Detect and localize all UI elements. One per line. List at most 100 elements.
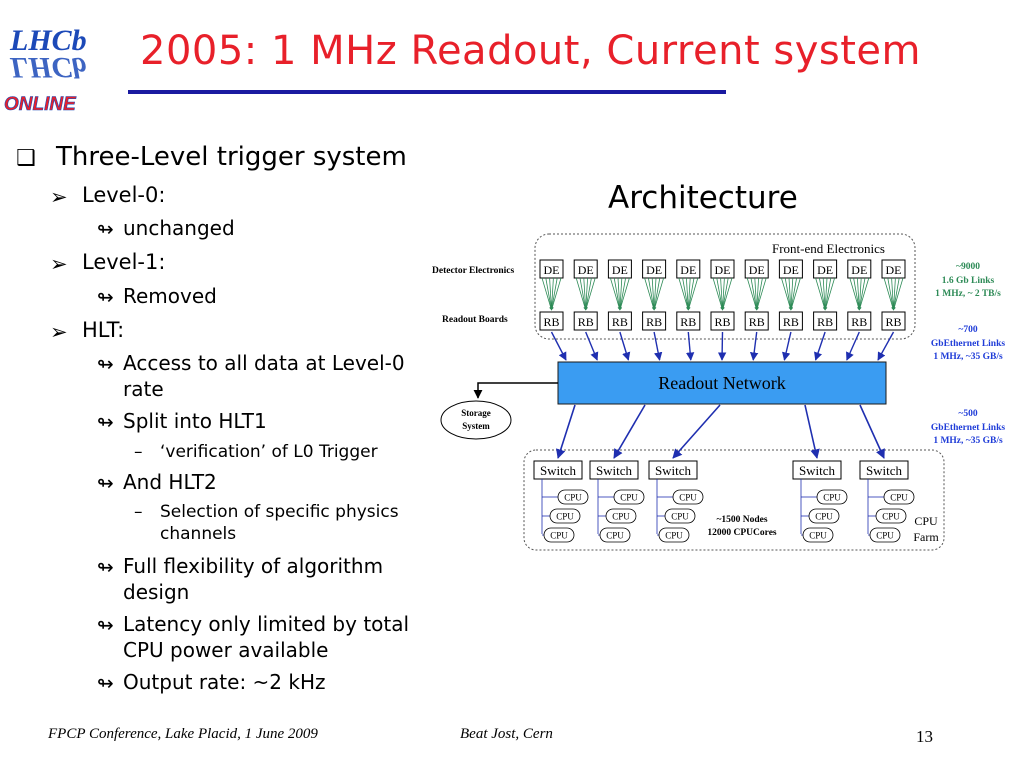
rb-box bbox=[778, 311, 803, 331]
bullet-unchanged: unchanged bbox=[123, 216, 235, 240]
bullet-removed: Removed bbox=[123, 284, 217, 308]
detector-link bbox=[892, 277, 904, 311]
title-underline bbox=[128, 90, 726, 94]
de-label: DE bbox=[886, 263, 902, 277]
cpu-label: CPU bbox=[823, 493, 841, 503]
logo-lhcb-mirror-text: LHCb bbox=[9, 51, 87, 84]
detector-link bbox=[687, 277, 695, 311]
bullet-hlt: HLT: bbox=[82, 318, 125, 342]
detector-link bbox=[721, 277, 729, 311]
links1-rate: 1 MHz, ~ 2 TB/s bbox=[935, 289, 1001, 299]
bullet-split-hlt1: Split into HLT1 bbox=[123, 409, 267, 433]
rb-network-link bbox=[653, 331, 663, 361]
lhcb-online-logo: LHCb LHCb ONLINE bbox=[2, 4, 124, 115]
rb-label: RB bbox=[885, 315, 901, 329]
detector-link bbox=[788, 277, 793, 311]
switch-box bbox=[533, 460, 583, 480]
de-label: DE bbox=[680, 263, 696, 277]
switch-label: Switch bbox=[655, 463, 692, 478]
rb-network-link bbox=[749, 331, 759, 361]
footer-conference: FPCP Conference, Lake Placid, 1 June 200… bbox=[48, 726, 318, 742]
de-label: DE bbox=[612, 263, 628, 277]
bullet-full-flexibility: Full flexibility of algorithm bbox=[123, 554, 384, 578]
de-label: DE bbox=[749, 263, 765, 277]
cpu-node bbox=[613, 489, 645, 505]
detector-link bbox=[754, 277, 759, 311]
logo-lhcb-text: LHCb bbox=[9, 24, 87, 57]
logo-online-text: ONLINE bbox=[4, 94, 77, 114]
links2-type: GbEthernet Links bbox=[931, 339, 1005, 349]
frontend-row: DERBDERBDERBDERBDERBDERBDERBDERBDERBDERB… bbox=[539, 259, 906, 331]
rb-label: RB bbox=[680, 315, 696, 329]
storage-system-ellipse bbox=[440, 400, 512, 440]
detector-link bbox=[822, 277, 827, 311]
cpu-node bbox=[658, 527, 690, 543]
detector-link bbox=[610, 277, 621, 311]
rb-box bbox=[539, 311, 564, 331]
rb-network-link bbox=[550, 331, 567, 361]
de-box bbox=[607, 259, 632, 279]
cpu-node bbox=[875, 508, 907, 524]
links1-type: 1.6 Gb Links bbox=[942, 276, 995, 286]
detector-link bbox=[755, 277, 763, 311]
rb-box bbox=[847, 311, 872, 331]
detector-link bbox=[823, 277, 828, 311]
detector-link bbox=[613, 277, 621, 311]
detector-link bbox=[858, 277, 866, 311]
detector-link bbox=[651, 277, 656, 311]
cpu-label: CPU bbox=[876, 531, 894, 541]
cpu-farm-label-line2: Farm bbox=[913, 530, 939, 544]
network-switch-link bbox=[613, 404, 646, 459]
bullet-full-flexibility-cont: design bbox=[123, 580, 190, 604]
footer-author: Beat Jost, Cern bbox=[460, 726, 553, 742]
detector-link bbox=[584, 277, 588, 311]
detector-link bbox=[819, 277, 827, 311]
cpu-node bbox=[605, 508, 637, 524]
cpu-node bbox=[672, 489, 704, 505]
architecture-diagram: Front-end Electronics Detector Electroni… bbox=[432, 233, 1005, 551]
detector-link bbox=[721, 277, 733, 311]
detector-link bbox=[883, 277, 895, 311]
network-switch-link bbox=[804, 404, 820, 459]
bullet-marker-curl: ↬ bbox=[97, 613, 114, 637]
bullet-access-all-data: Access to all data at Level-0 bbox=[123, 351, 405, 375]
detector-link bbox=[644, 277, 655, 311]
detector-link bbox=[781, 277, 792, 311]
detector-link bbox=[652, 277, 657, 311]
de-label: DE bbox=[783, 263, 799, 277]
detector-link bbox=[824, 277, 835, 311]
detector-link bbox=[721, 277, 725, 311]
cpu-node bbox=[549, 508, 581, 524]
rb-box bbox=[676, 311, 701, 331]
network-switch-link bbox=[672, 404, 721, 459]
bullet-access-all-data-cont: rate bbox=[123, 377, 164, 401]
bullet-and-hlt2: And HLT2 bbox=[123, 470, 217, 494]
cpu-farm-label-line1: CPU bbox=[914, 514, 938, 528]
de-box bbox=[642, 259, 667, 279]
rb-label: RB bbox=[543, 315, 559, 329]
bullet-marker-arrow: ➢ bbox=[50, 252, 68, 276]
rb-label: RB bbox=[851, 315, 867, 329]
rb-box bbox=[744, 311, 769, 331]
de-box bbox=[778, 259, 803, 279]
de-box bbox=[847, 259, 872, 279]
detector-link bbox=[619, 277, 630, 311]
switch-box bbox=[648, 460, 698, 480]
detector-link bbox=[824, 277, 832, 311]
cpu-node bbox=[664, 508, 696, 524]
de-box bbox=[539, 259, 564, 279]
cpu-node bbox=[802, 527, 834, 543]
detector-electronics-label: Detector Electronics bbox=[432, 266, 515, 276]
detector-link bbox=[541, 277, 553, 311]
de-label: DE bbox=[715, 263, 731, 277]
cpu-label: CPU bbox=[564, 493, 582, 503]
storage-label-line2: System bbox=[462, 421, 490, 431]
detector-link bbox=[716, 277, 724, 311]
detector-link bbox=[746, 277, 758, 311]
cpu-label: CPU bbox=[809, 531, 827, 541]
network-switch-link bbox=[556, 404, 576, 459]
detector-link bbox=[618, 277, 623, 311]
rb-box bbox=[573, 311, 598, 331]
bullet-marker-curl: ↬ bbox=[97, 555, 114, 579]
switch-box bbox=[859, 460, 909, 480]
